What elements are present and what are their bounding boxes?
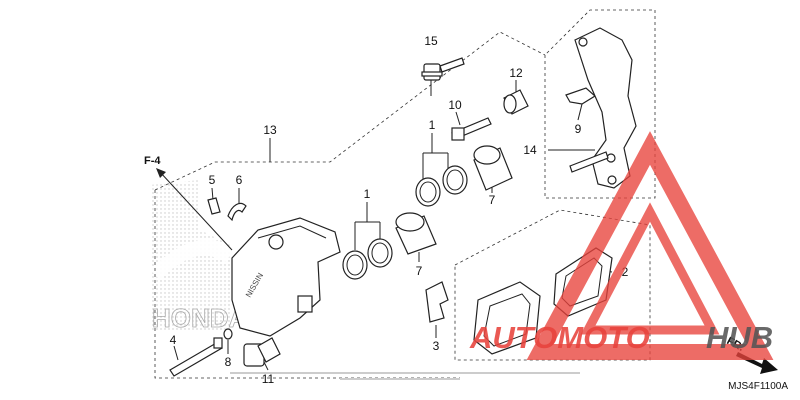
callout-14: 14 xyxy=(523,143,537,157)
callout-12: 12 xyxy=(509,66,523,80)
part-piston-7-upper xyxy=(473,145,513,191)
watermark-text: AUTOMOTO HUB xyxy=(469,320,773,355)
callout-5: 5 xyxy=(209,173,216,187)
part-pad-spring-3 xyxy=(425,281,449,323)
watermark-triangle-logo xyxy=(526,131,774,360)
part-washer-8 xyxy=(223,328,233,340)
part-boot-12 xyxy=(503,89,529,115)
callout-6: 6 xyxy=(236,173,243,187)
part-bolt-15 xyxy=(421,57,465,81)
svg-text:HONDA: HONDA xyxy=(152,303,248,333)
fine-print xyxy=(230,372,580,380)
part-screw-5 xyxy=(207,197,221,215)
part-clip-9 xyxy=(565,87,597,105)
callout-1-lower: 1 xyxy=(364,187,371,201)
watermark-part2: HUB xyxy=(706,320,773,355)
part-bleeder-10 xyxy=(451,117,492,141)
watermark-part1: AUTOMOTO xyxy=(469,320,650,355)
callout-15: 15 xyxy=(424,34,438,48)
part-pin-6 xyxy=(227,202,247,222)
part-seal-set-1-lower xyxy=(342,238,393,280)
reference-arrow-icon xyxy=(156,168,233,251)
callout-3: 3 xyxy=(433,339,440,353)
callout-10: 10 xyxy=(448,98,462,112)
part-pin-bolt-11 xyxy=(243,337,281,367)
callout-11: 11 xyxy=(262,372,275,386)
callout-13: 13 xyxy=(263,123,277,137)
honda-logo-background: HONDA xyxy=(150,180,248,333)
part-caliper-body-13: NISSIN xyxy=(231,217,341,337)
callout-9: 9 xyxy=(575,122,582,136)
callout-7-upper: 7 xyxy=(489,193,496,207)
callout-8: 8 xyxy=(225,355,232,369)
part-seal-set-1-upper xyxy=(415,165,468,207)
diagram-code: MJS4F1100A xyxy=(728,381,788,392)
part-piston-7-lower xyxy=(395,212,437,255)
callout-7-lower: 7 xyxy=(416,264,423,278)
part-bracket-14 xyxy=(569,27,637,189)
callout-1-upper: 1 xyxy=(429,118,436,132)
callout-4: 4 xyxy=(170,333,177,347)
callout-2: 2 xyxy=(622,265,629,279)
callout-labels: 15 12 10 9 14 13 1 7 5 6 1 7 2 3 4 8 11 … xyxy=(144,34,629,386)
reference-label: F-4 xyxy=(144,155,161,167)
part-pin-4 xyxy=(169,337,223,377)
